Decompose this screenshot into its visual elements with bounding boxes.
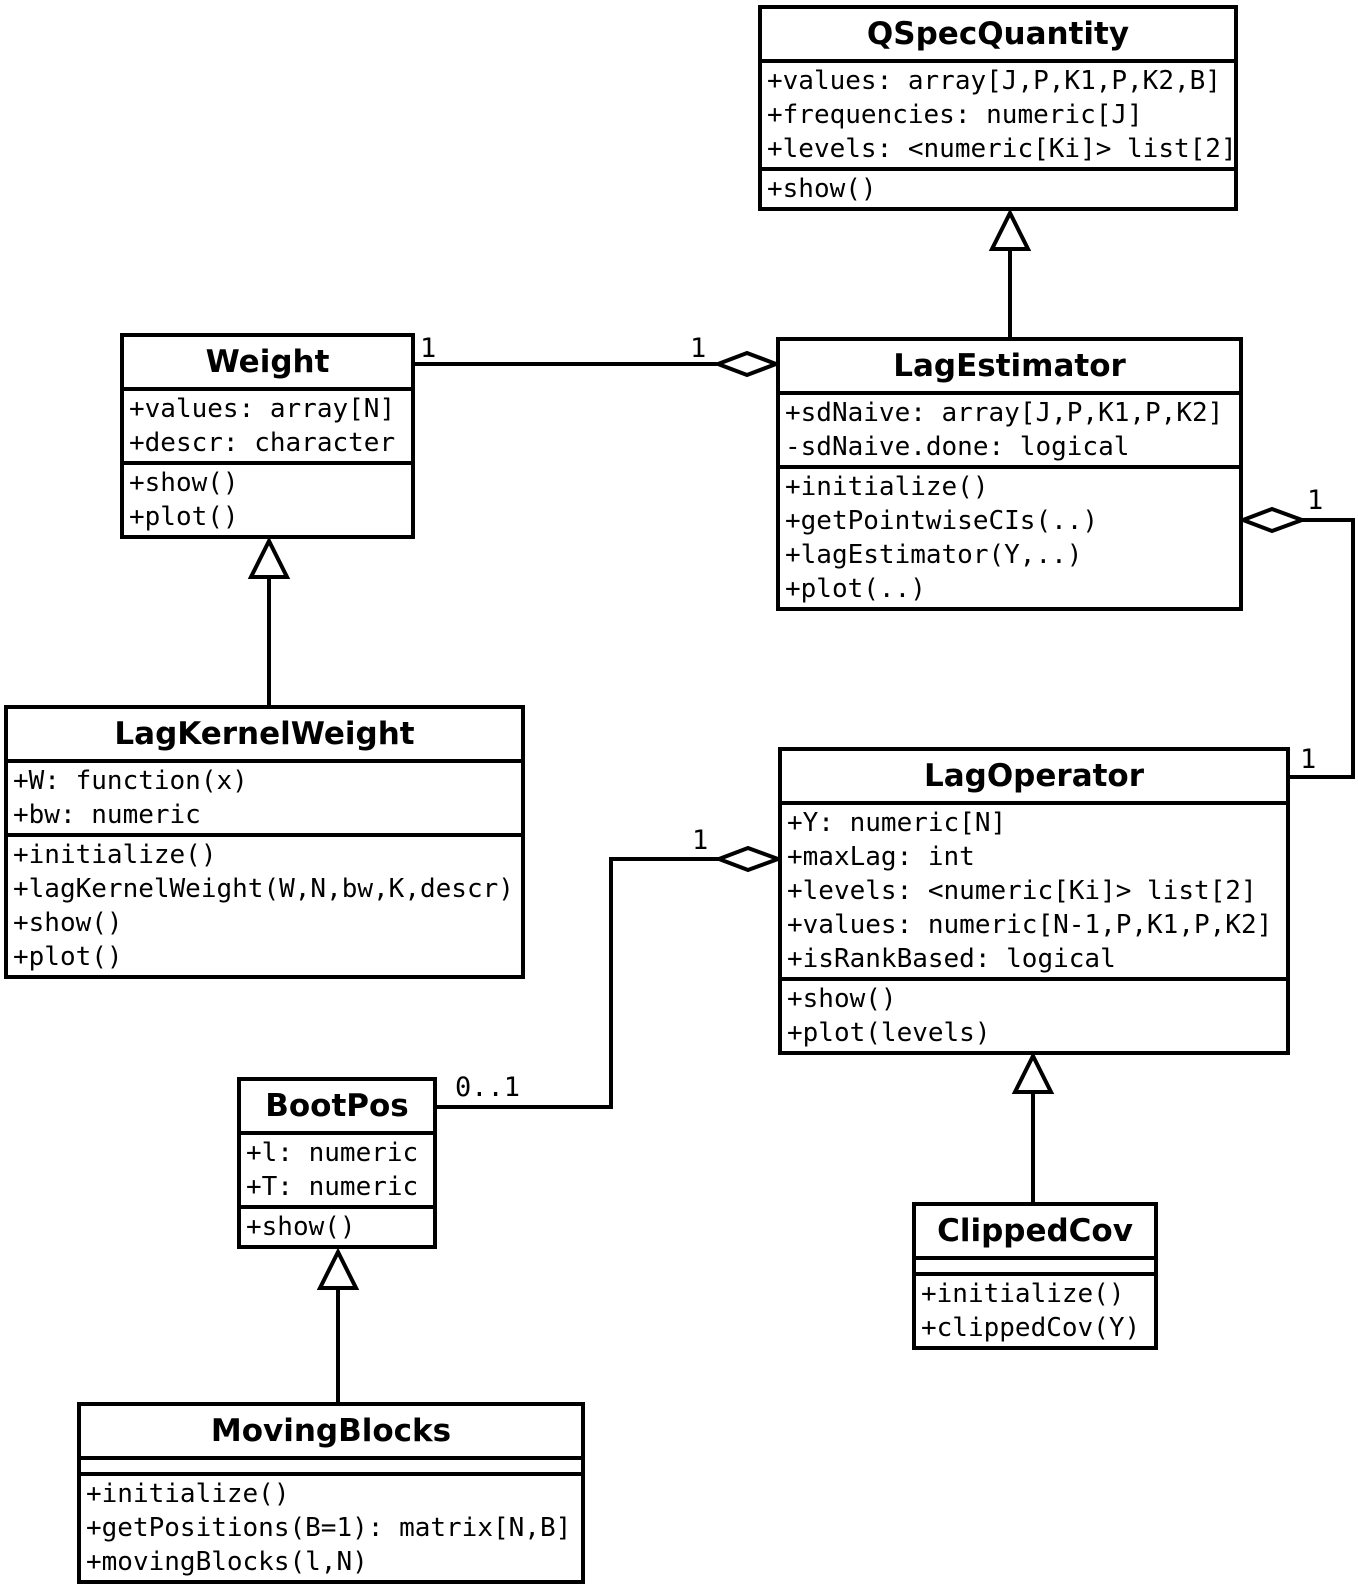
class-box-lagoperator: LagOperator +Y: numeric[N] +maxLag: int … bbox=[778, 747, 1290, 1055]
methods-compartment: +show() +plot() bbox=[124, 461, 411, 535]
method-line: +plot() bbox=[13, 942, 123, 972]
attributes-compartment: +W: function(x) +bw: numeric bbox=[8, 759, 521, 833]
method-line: +initialize() bbox=[785, 472, 989, 502]
attribute-line: +Y: numeric[N] bbox=[787, 808, 1007, 838]
method-line: +clippedCov(Y) bbox=[921, 1313, 1141, 1343]
class-title: QSpecQuantity bbox=[866, 16, 1130, 52]
method-line: +plot(levels) bbox=[787, 1018, 991, 1048]
class-box-bootpos: BootPos +l: numeric +T: numeric +show() bbox=[237, 1077, 437, 1249]
method-line: +lagKernelWeight(W,N,bw,K,descr) bbox=[13, 874, 514, 904]
class-title: ClippedCov bbox=[937, 1213, 1133, 1249]
method-line: +getPointwiseCIs(..) bbox=[785, 506, 1099, 536]
generalization-arrow-icon bbox=[247, 536, 291, 579]
method-line: +initialize() bbox=[921, 1279, 1125, 1309]
class-title: LagOperator bbox=[923, 758, 1145, 794]
class-box-qspecquantity: QSpecQuantity +values: array[J,P,K1,P,K2… bbox=[758, 5, 1238, 211]
method-line: +plot() bbox=[129, 502, 239, 532]
methods-compartment: +initialize() +lagKernelWeight(W,N,bw,K,… bbox=[8, 833, 521, 975]
attributes-compartment bbox=[916, 1256, 1154, 1272]
method-line: +show() bbox=[13, 908, 123, 938]
method-line: +initialize() bbox=[13, 840, 217, 870]
multiplicity-label-lagoperator-right: 1 bbox=[1300, 744, 1317, 775]
aggregation-diamond-icon bbox=[712, 350, 782, 378]
class-title: MovingBlocks bbox=[210, 1413, 452, 1449]
attribute-line: +levels: <numeric[Ki]> list[2] bbox=[767, 134, 1237, 164]
method-line: +show() bbox=[129, 468, 239, 498]
attribute-line: +W: function(x) bbox=[13, 766, 248, 796]
attributes-compartment: +l: numeric +T: numeric bbox=[241, 1131, 433, 1205]
class-title: Weight bbox=[205, 344, 330, 380]
class-box-clippedcov: ClippedCov +initialize() +clippedCov(Y) bbox=[912, 1202, 1158, 1350]
multiplicity-label-bootpos-end: 0..1 bbox=[455, 1072, 521, 1103]
attribute-line: +sdNaive: array[J,P,K1,P,K2] bbox=[785, 398, 1224, 428]
method-line: +lagEstimator(Y,..) bbox=[785, 540, 1083, 570]
generalization-movingblocks-bootpos bbox=[316, 1247, 360, 1402]
attribute-line: +values: array[J,P,K1,P,K2,B] bbox=[767, 66, 1221, 96]
attribute-line: +l: numeric bbox=[246, 1138, 419, 1168]
class-box-movingblocks: MovingBlocks +initialize() +getPositions… bbox=[77, 1402, 585, 1584]
method-line: +getPositions(B=1): matrix[N,B] bbox=[86, 1513, 572, 1543]
attribute-line: +frequencies: numeric[J] bbox=[767, 100, 1143, 130]
methods-compartment: +initialize() +clippedCov(Y) bbox=[916, 1272, 1154, 1346]
aggregation-diamond-icon bbox=[1237, 506, 1308, 534]
multiplicity-label-lagestimator-right: 1 bbox=[1307, 485, 1324, 516]
generalization-lagestimator-qspecquantity bbox=[988, 208, 1032, 337]
methods-compartment: +show() bbox=[241, 1205, 433, 1245]
multiplicity-label-lagestimator-left: 1 bbox=[690, 333, 707, 364]
class-box-lagestimator: LagEstimator +sdNaive: array[J,P,K1,P,K2… bbox=[776, 337, 1243, 611]
multiplicity-label-weight-end: 1 bbox=[420, 333, 437, 364]
class-title: LagEstimator bbox=[893, 348, 1126, 384]
aggregation-weight-lagestimator bbox=[415, 350, 782, 378]
method-line: +plot(..) bbox=[785, 574, 926, 604]
attribute-line: +T: numeric bbox=[246, 1172, 419, 1202]
attribute-line: +maxLag: int bbox=[787, 842, 975, 872]
attributes-compartment: +Y: numeric[N] +maxLag: int +levels: <nu… bbox=[782, 801, 1286, 977]
attribute-line: +levels: <numeric[Ki]> list[2] bbox=[787, 876, 1257, 906]
attribute-line: +descr: character bbox=[129, 428, 396, 458]
aggregation-diamond-icon bbox=[713, 845, 784, 873]
methods-compartment: +show() +plot(levels) bbox=[782, 977, 1286, 1051]
attributes-compartment: +values: array[J,P,K1,P,K2,B] +frequenci… bbox=[762, 59, 1237, 167]
attribute-line: +bw: numeric bbox=[13, 800, 201, 830]
attribute-line: -sdNaive.done: logical bbox=[785, 432, 1130, 462]
methods-compartment: +show() bbox=[762, 167, 1234, 207]
generalization-clippedcov-lagoperator bbox=[1011, 1051, 1055, 1202]
class-box-lagkernelweight: LagKernelWeight +W: function(x) +bw: num… bbox=[4, 705, 525, 979]
generalization-arrow-icon bbox=[988, 208, 1032, 251]
class-box-weight: Weight +values: array[N] +descr: charact… bbox=[120, 333, 415, 539]
method-line: +movingBlocks(l,N) bbox=[86, 1547, 368, 1577]
aggregation-lagestimator-lagoperator bbox=[1237, 506, 1355, 779]
generalization-arrow-icon bbox=[316, 1247, 360, 1290]
generalization-arrow-icon bbox=[1011, 1051, 1055, 1094]
attributes-compartment: +sdNaive: array[J,P,K1,P,K2] -sdNaive.do… bbox=[780, 391, 1239, 465]
method-line: +show() bbox=[787, 984, 897, 1014]
class-title: BootPos bbox=[265, 1088, 409, 1124]
attribute-line: +isRankBased: logical bbox=[787, 944, 1116, 974]
methods-compartment: +initialize() +getPositions(B=1): matrix… bbox=[81, 1472, 581, 1580]
method-line: +show() bbox=[767, 174, 877, 204]
generalization-lagkernelweight-weight bbox=[247, 536, 291, 705]
attributes-compartment: +values: array[N] +descr: character bbox=[124, 387, 411, 461]
attributes-compartment bbox=[81, 1456, 581, 1472]
method-line: +show() bbox=[246, 1212, 356, 1242]
methods-compartment: +initialize() +getPointwiseCIs(..) +lagE… bbox=[780, 465, 1239, 607]
attribute-line: +values: numeric[N-1,P,K1,P,K2] bbox=[787, 910, 1273, 940]
class-title: LagKernelWeight bbox=[114, 716, 415, 752]
method-line: +initialize() bbox=[86, 1479, 290, 1509]
multiplicity-label-lagoperator-left: 1 bbox=[692, 825, 709, 856]
attribute-line: +values: array[N] bbox=[129, 394, 396, 424]
